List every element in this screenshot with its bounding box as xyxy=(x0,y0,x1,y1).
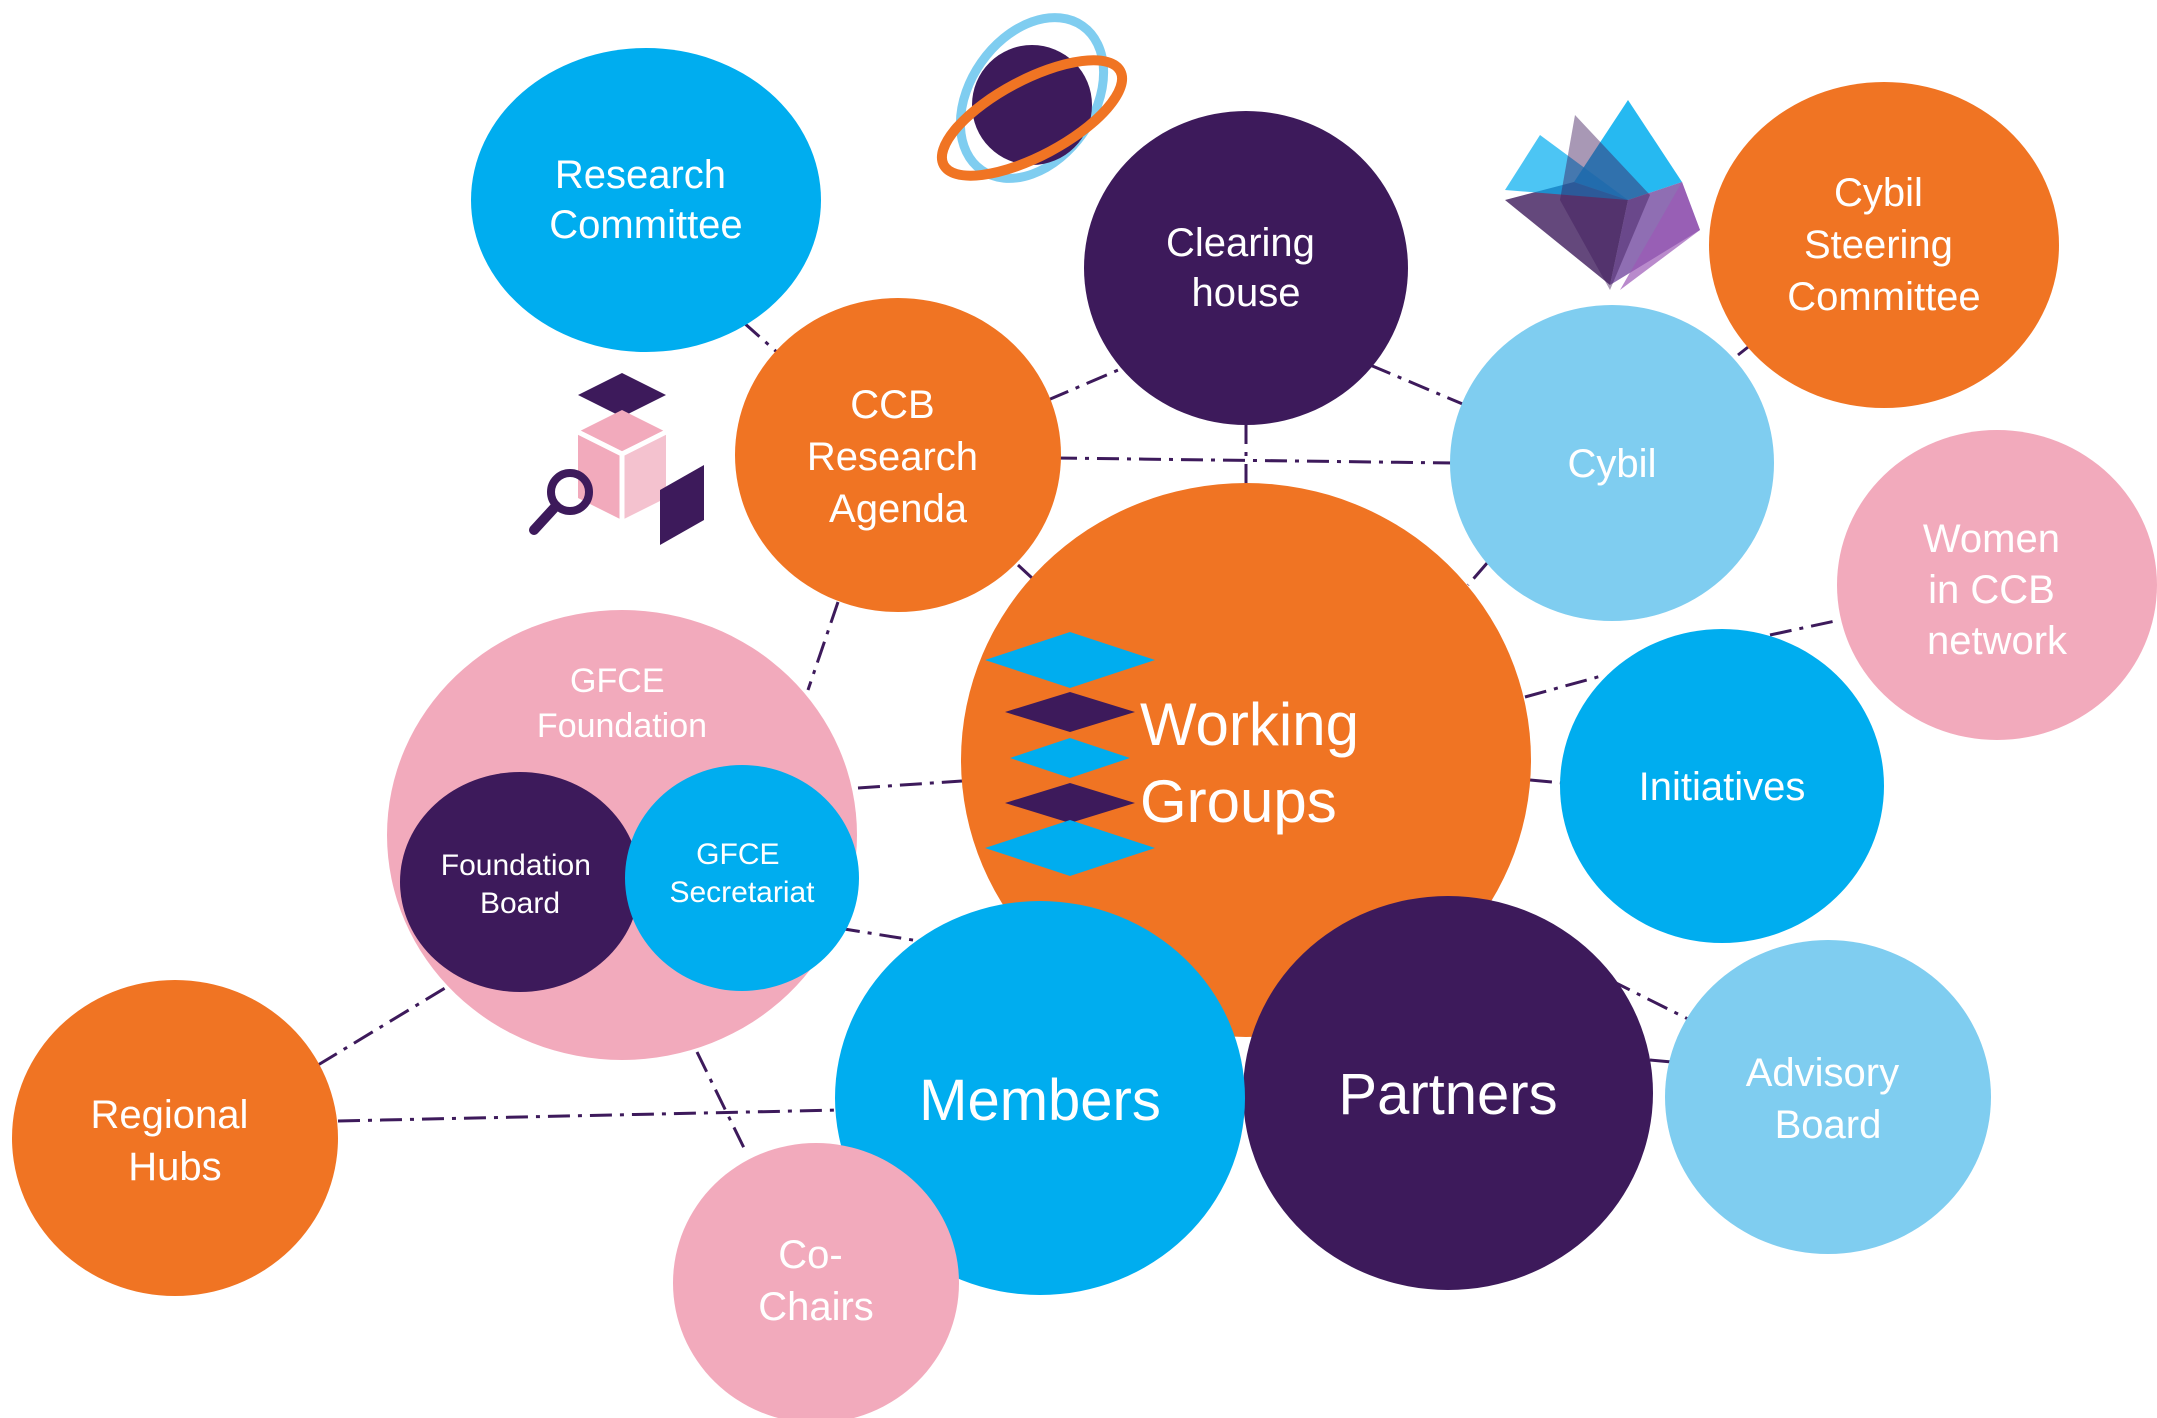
research-cube-icon xyxy=(529,373,704,545)
node-clearing-house[interactable]: Clearing house xyxy=(1084,111,1408,425)
node-cybil[interactable]: Cybil xyxy=(1450,305,1774,621)
node-women-in-ccb-network-label: Women in CCB network xyxy=(1923,517,2071,663)
node-members-label: Members xyxy=(919,1068,1161,1133)
link-working-groups-initiatives-2 xyxy=(1529,778,1563,785)
node-co-chairs[interactable]: Co- Chairs xyxy=(673,1143,959,1418)
node-regional-hubs-label: Regional Hubs xyxy=(90,1093,259,1189)
node-initiatives-label: Initiatives xyxy=(1639,765,1806,809)
node-cybil-steering-committee[interactable]: Cybil Steering Committee xyxy=(1709,82,2059,408)
node-ccb-research-agenda[interactable]: CCB Research Agenda xyxy=(735,298,1061,612)
node-partners-label: Partners xyxy=(1338,1062,1557,1127)
link-foundation-co-chairs xyxy=(695,1051,747,1151)
node-research-committee-label: Research Committee xyxy=(549,153,742,247)
node-women-in-ccb-network[interactable]: Women in CCB network xyxy=(1837,430,2157,740)
link-ccb-gfce-foundation xyxy=(806,601,840,691)
link-cybil-working-groups xyxy=(1466,561,1490,586)
crystal-icon xyxy=(1505,100,1700,290)
node-co-chairs-label: Co- Chairs xyxy=(758,1233,874,1329)
link-ccb-clearing-house xyxy=(1047,363,1131,402)
node-cybil-steering-committee-label: Cybil Steering Committee xyxy=(1787,171,1980,319)
node-cybil-label: Cybil xyxy=(1568,442,1657,486)
link-foundation-members xyxy=(837,926,926,944)
link-ccb-working-groups xyxy=(1016,563,1034,580)
node-research-committee[interactable]: Research Committee xyxy=(471,48,821,352)
node-ccb-research-agenda-label: CCB Research Agenda xyxy=(807,383,989,531)
link-working-groups-initiatives xyxy=(1524,673,1606,699)
node-gfce-foundation-label: GFCE Foundation xyxy=(537,662,707,745)
planet-icon xyxy=(936,13,1128,183)
node-regional-hubs[interactable]: Regional Hubs xyxy=(12,980,338,1296)
node-advisory-board-label: Advisory Board xyxy=(1746,1051,1911,1147)
node-partners[interactable]: Partners xyxy=(1243,896,1653,1290)
link-ccb-cybil xyxy=(1054,456,1456,465)
link-foundation-regional-hubs xyxy=(317,983,451,1067)
node-clearing-house-label: Clearing house xyxy=(1166,221,1326,315)
link-initiatives-women xyxy=(1769,618,1841,637)
layers-icon xyxy=(985,632,1155,876)
link-foundation-working-groups xyxy=(857,779,963,790)
node-advisory-board[interactable]: Advisory Board xyxy=(1665,940,1991,1254)
link-partners-advisory-2 xyxy=(1649,1058,1673,1064)
node-initiatives[interactable]: Initiatives xyxy=(1560,629,1884,943)
node-members[interactable]: Members xyxy=(835,901,1245,1295)
node-foundation-board-label: Foundation Board xyxy=(441,849,599,920)
node-foundation-board[interactable]: Foundation Board xyxy=(400,772,640,992)
node-gfce-secretariat[interactable]: GFCE Secretariat xyxy=(625,765,859,991)
link-partners-advisory xyxy=(1609,978,1691,1022)
link-regional-hubs-members xyxy=(337,1108,841,1123)
node-working-groups[interactable]: Working Groups xyxy=(961,483,1531,1037)
link-clearing-house-cybil xyxy=(1369,363,1466,407)
node-gfce-secretariat-label: GFCE Secretariat xyxy=(669,838,815,909)
node-working-groups-label: Working Groups xyxy=(1140,691,1376,835)
